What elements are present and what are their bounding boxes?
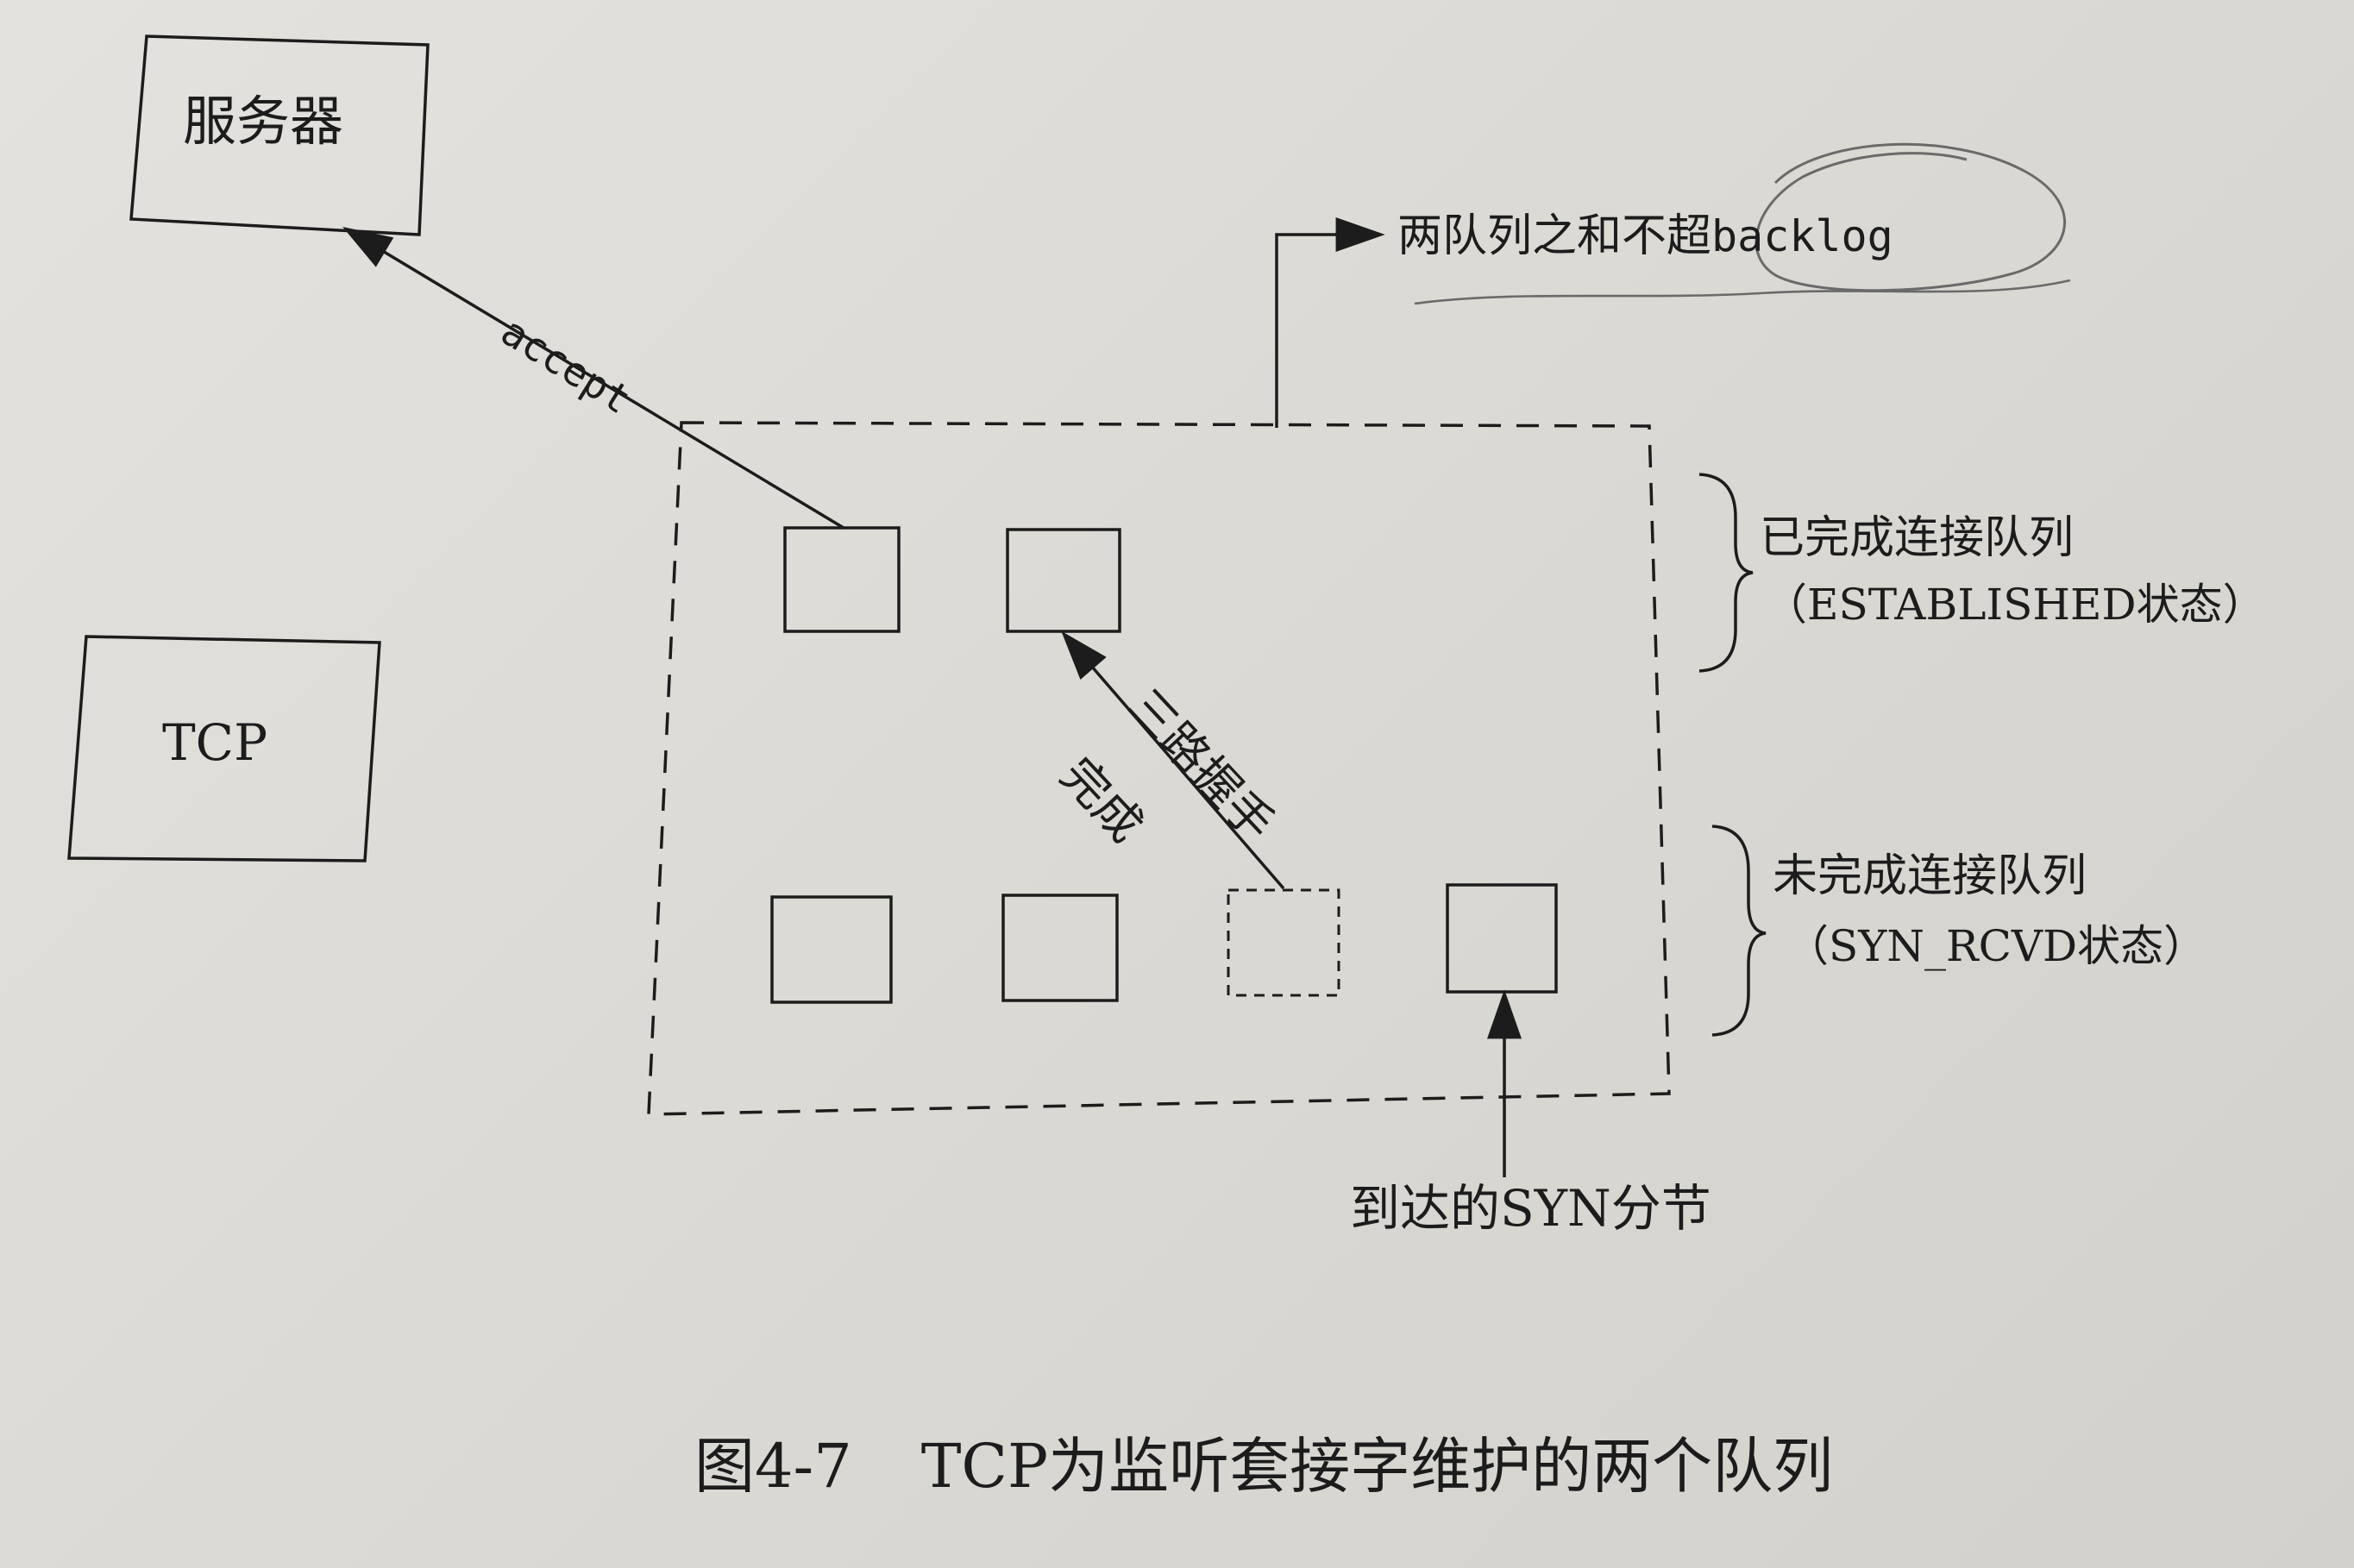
completed-queue-title: 已完成连接队列 xyxy=(1760,512,2075,564)
pencil-underline-annotation xyxy=(1414,279,2071,305)
pencil-circle-annotation xyxy=(1755,142,2066,292)
completed-queue-entry xyxy=(783,526,901,633)
incomplete-queue-entry xyxy=(1001,894,1119,1002)
accept-arrow xyxy=(342,227,844,530)
backlog-connector xyxy=(1275,217,1385,428)
listen-socket-boundary xyxy=(647,421,1671,1116)
figure-title: TCP为监听套接字维护的两个队列 xyxy=(920,1431,1834,1502)
incomplete-queue-entry xyxy=(770,895,893,1004)
handshake-arrow xyxy=(1061,630,1285,890)
backlog-code: backlog xyxy=(1711,211,1893,261)
incomplete-queue-title: 未完成连接队列 xyxy=(1773,850,2087,902)
incomplete-queue-entry-pending xyxy=(1227,888,1340,997)
completed-queue-brace xyxy=(1698,473,1754,673)
completed-queue-entry xyxy=(1006,528,1121,633)
incomplete-queue-entry xyxy=(1446,883,1558,994)
tcp-label: TCP xyxy=(162,713,268,772)
syn-arrival-label: 到达的SYN分节 xyxy=(1350,1179,1711,1238)
server-box xyxy=(129,34,430,236)
figure-number: 图4-7 xyxy=(694,1431,852,1502)
tcp-box xyxy=(67,635,381,862)
completed-queue-state: （ESTABLISHED状态） xyxy=(1764,580,2266,630)
incomplete-queue-state: （SYN_RCVD状态） xyxy=(1786,921,2207,971)
server-label: 服务器 xyxy=(183,90,344,153)
backlog-note-text: 两队列之和不超 xyxy=(1397,210,1712,262)
backlog-note: 两队列之和不超backlog xyxy=(1397,214,1893,259)
incomplete-queue-brace xyxy=(1711,825,1767,1037)
